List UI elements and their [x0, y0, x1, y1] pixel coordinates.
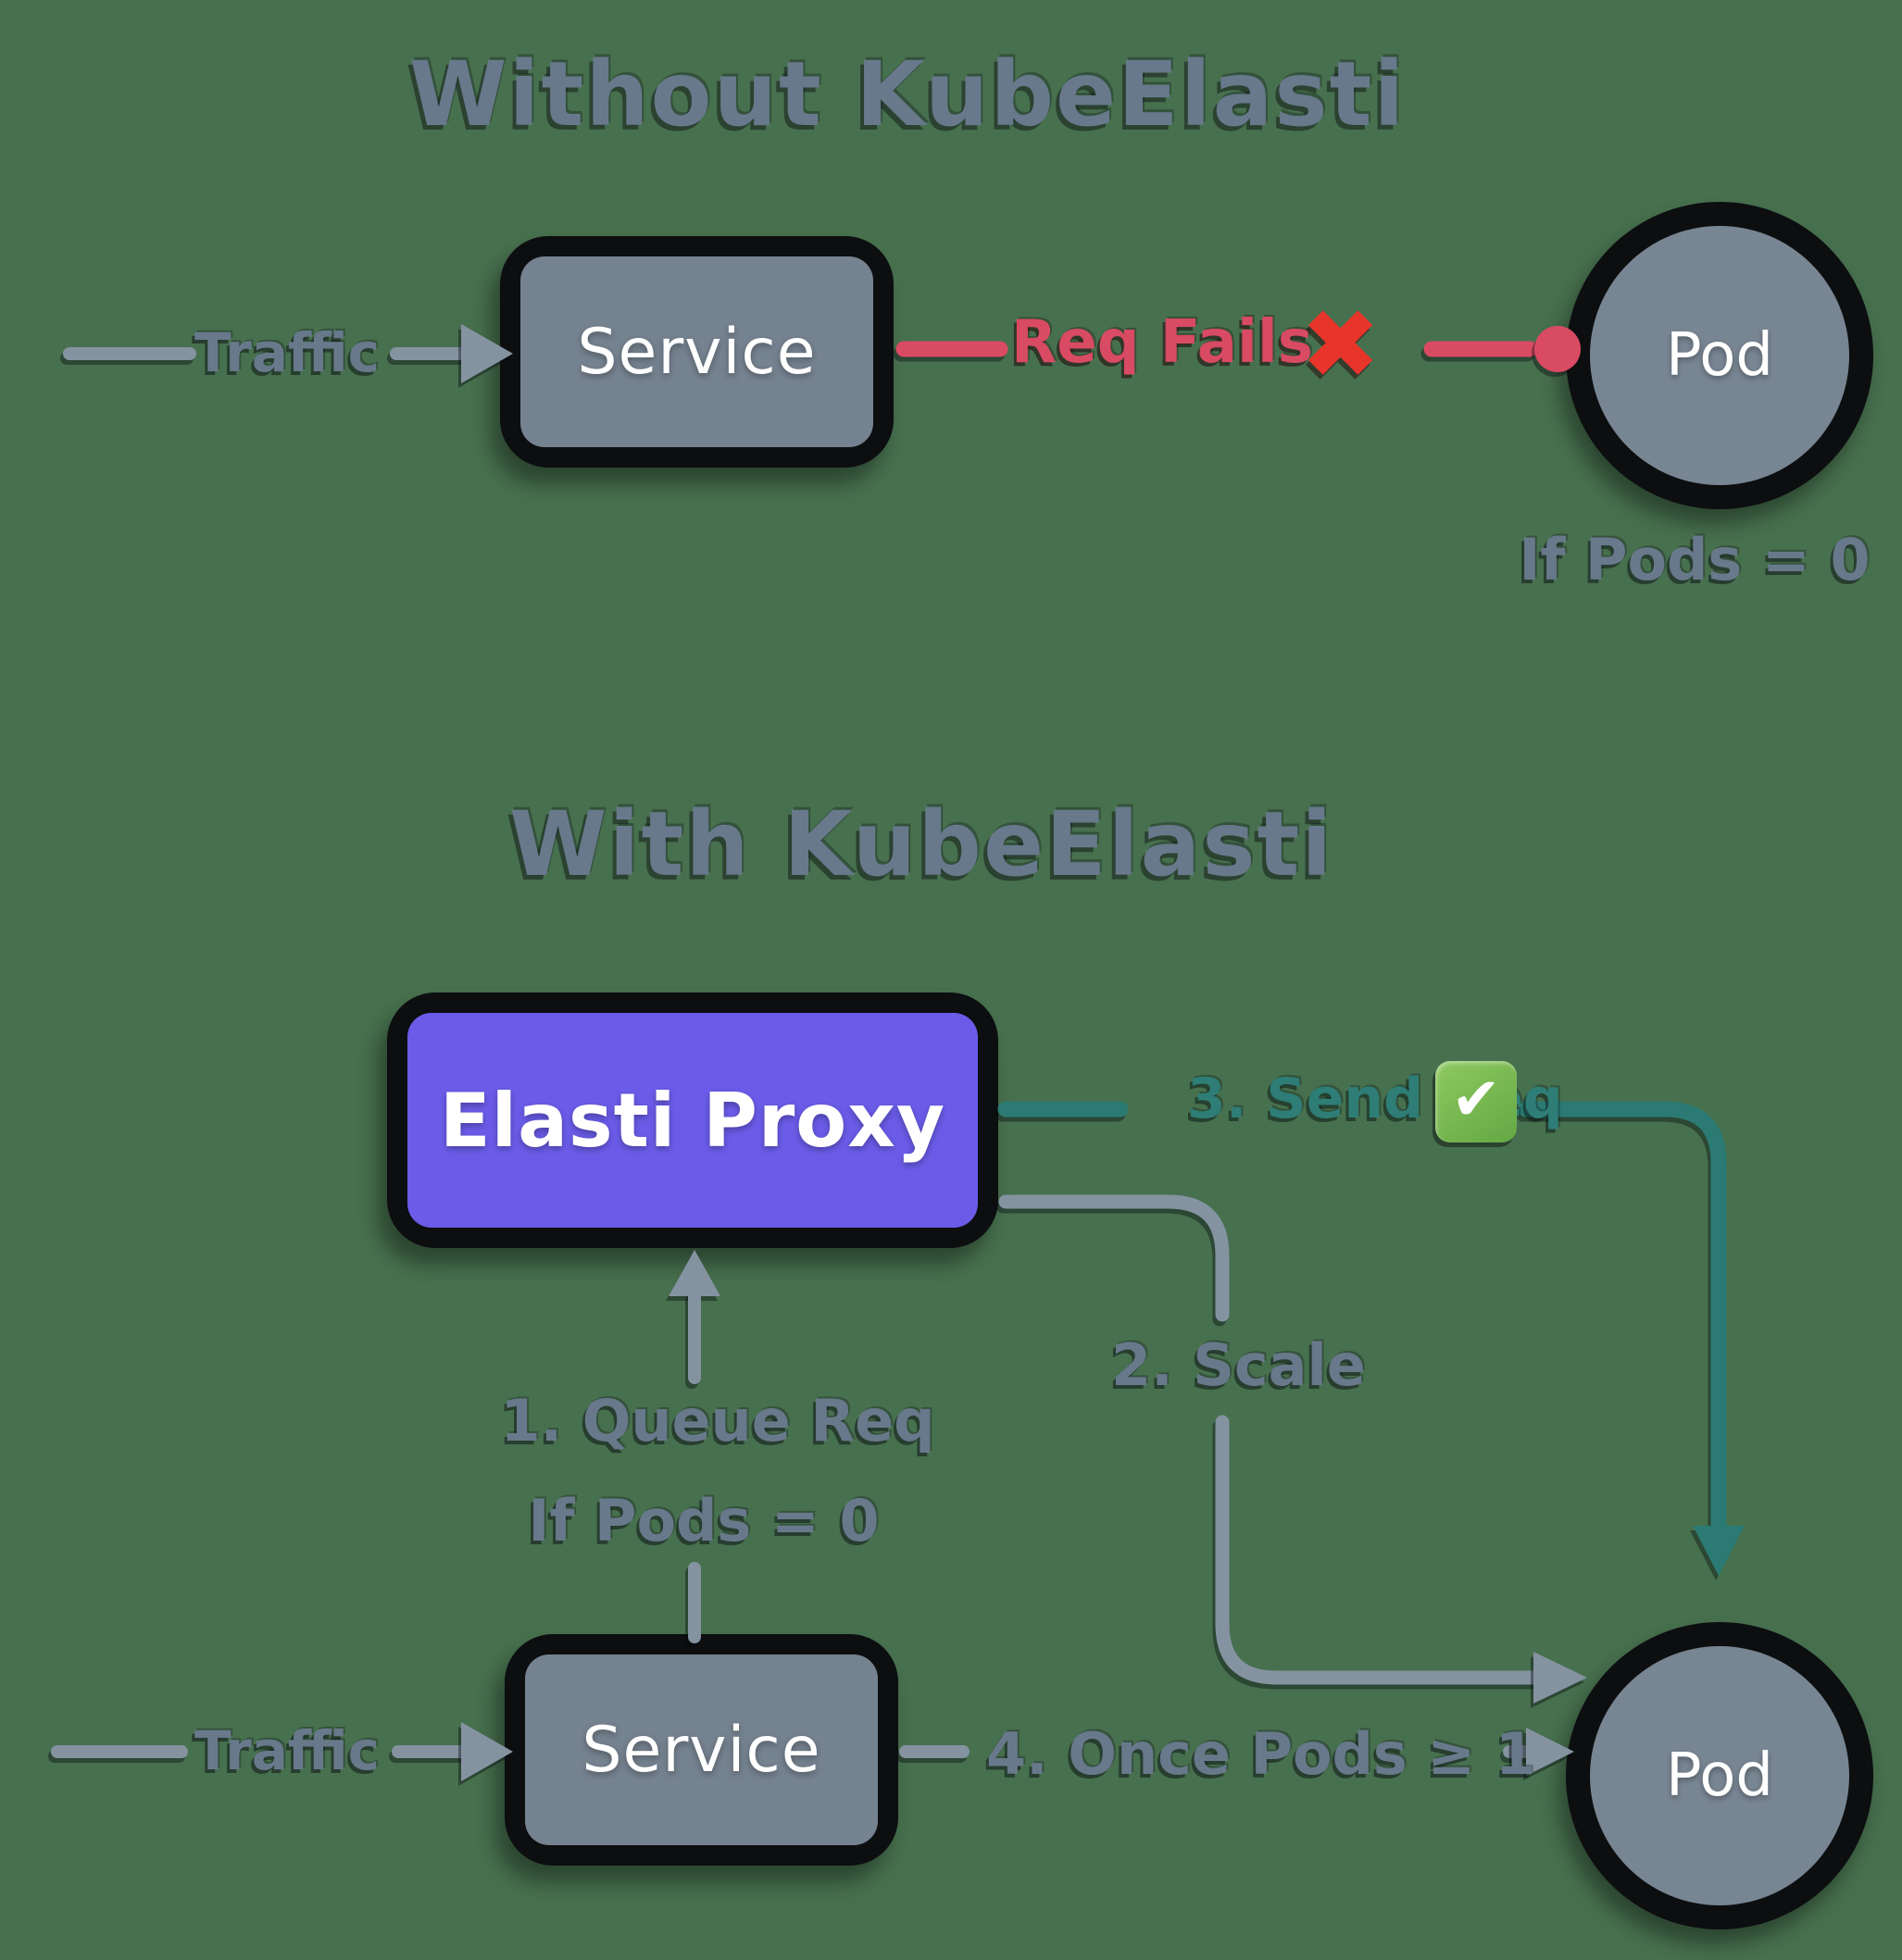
- if-pods-zero-label-top: If Pods = 0: [1519, 526, 1871, 593]
- cross-mark-icon: ✖: [1300, 288, 1382, 401]
- once-pods-label: 4. Once Pods ≥ 1: [986, 1720, 1536, 1788]
- title-with-kubeelasti: With KubeElasti: [508, 793, 1334, 896]
- traffic-label-top: Traffic: [194, 321, 380, 384]
- queue-req-label-line2: If Pods = 0: [528, 1487, 880, 1554]
- send-req-arrowhead: [1693, 1526, 1745, 1576]
- scale-line-lower: [1215, 1415, 1545, 1685]
- send-req-line-right: [1518, 1101, 1727, 1536]
- req-fails-label: Req Fails: [1011, 308, 1313, 377]
- pod-node-top-label: Pod: [1665, 321, 1774, 390]
- queue-req-label-line1: 1. Queue Req: [500, 1387, 935, 1454]
- title-without-kubeelasti: Without KubeElasti: [408, 43, 1407, 146]
- check-mark-glyph: ✔: [1451, 1066, 1501, 1134]
- elasti-proxy-label: Elasti Proxy: [440, 1077, 945, 1164]
- pod-node-top: Pod: [1566, 202, 1873, 509]
- service-node-bottom: Service: [505, 1634, 898, 1866]
- traffic-label-bottom: Traffic: [194, 1719, 380, 1782]
- scale-arrowhead: [1533, 1652, 1587, 1704]
- elasti-proxy-node: Elasti Proxy: [387, 992, 998, 1248]
- pod-node-bottom-label: Pod: [1665, 1742, 1774, 1810]
- queue-req-arrowhead: [669, 1250, 720, 1296]
- service-node-top-label: Service: [577, 315, 817, 389]
- scale-line-upper: [998, 1194, 1230, 1322]
- service-node-bottom-label: Service: [582, 1713, 821, 1787]
- service-node-top: Service: [500, 236, 894, 468]
- check-mark-icon: ✔: [1435, 1061, 1517, 1142]
- scale-label: 2. Scale: [1111, 1331, 1366, 1399]
- pod-node-bottom: Pod: [1566, 1622, 1873, 1929]
